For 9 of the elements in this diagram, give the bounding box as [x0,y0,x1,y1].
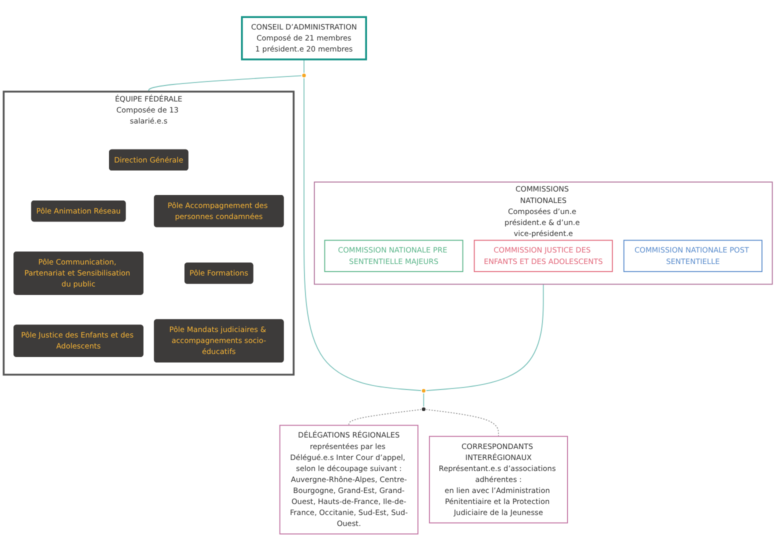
node-circle [420,406,426,412]
node-circle [301,72,307,78]
connector [423,392,424,408]
connector [348,409,422,426]
connector [304,77,422,392]
connector [426,284,544,392]
connector [426,409,499,437]
connector [148,75,302,92]
node-circle [420,388,426,394]
